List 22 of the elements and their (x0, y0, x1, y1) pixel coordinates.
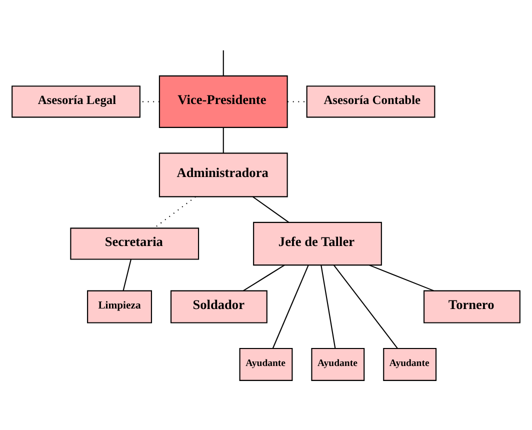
connector (243, 264, 285, 292)
node-box: Ayudante (311, 348, 365, 381)
node-box: Ayudante (383, 348, 437, 381)
node-box: Asesoría Contable (306, 86, 436, 118)
node-box: Asesoría Legal (12, 86, 140, 118)
node-box: Administradora (158, 152, 288, 198)
connector (272, 264, 309, 349)
connector (222, 50, 224, 76)
node-box: Soldador (170, 290, 268, 324)
connector (369, 264, 434, 292)
node-box: Tornero (424, 290, 520, 324)
connector (333, 264, 398, 349)
node-box: Ayudante (239, 348, 293, 381)
connector (122, 259, 132, 291)
node-box: Secretaria (70, 228, 200, 260)
node-box: Jefe de Taller (253, 222, 382, 266)
connector (252, 196, 290, 223)
connector (154, 196, 196, 228)
node-box: Vice-Presidente (158, 75, 288, 128)
connector (222, 128, 224, 153)
connector (320, 264, 336, 348)
node-box: Limpieza (87, 290, 152, 324)
